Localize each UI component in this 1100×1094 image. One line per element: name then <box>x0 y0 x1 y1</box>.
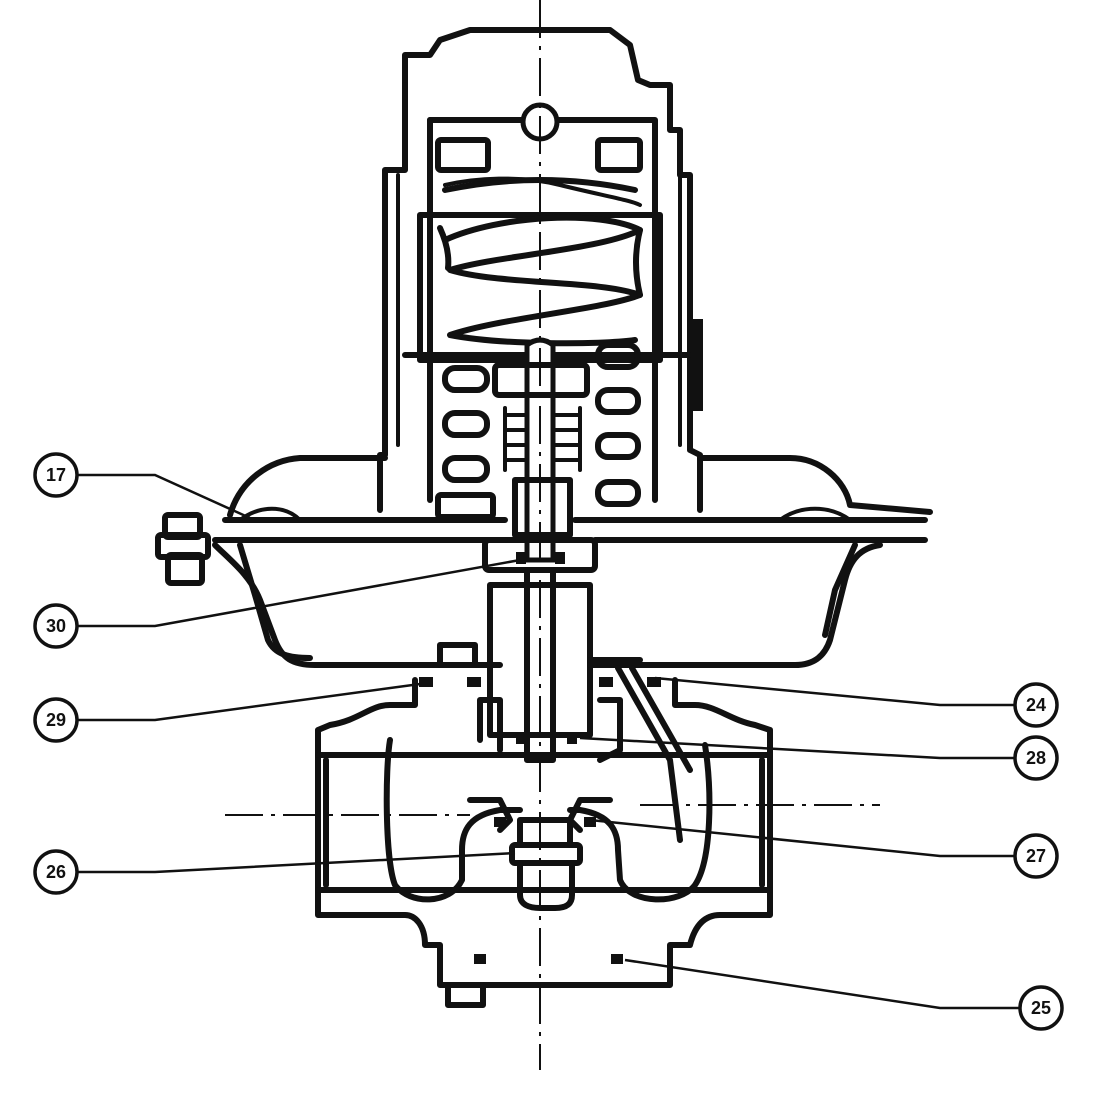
leader-24 <box>654 676 1015 707</box>
diaphragm-casing <box>155 455 933 668</box>
callout-30-label: 30 <box>46 616 66 636</box>
callout-17-label: 17 <box>46 465 66 485</box>
callout-25-label: 25 <box>1031 998 1051 1018</box>
callout-17: 17 <box>33 452 79 498</box>
callout-24: 24 <box>1013 682 1059 728</box>
leader-28 <box>579 736 1015 760</box>
leader-lines <box>77 473 1020 1010</box>
callout-28-label: 28 <box>1026 748 1046 768</box>
callout-30: 30 <box>33 603 79 649</box>
callout-28: 28 <box>1013 735 1059 781</box>
leader-30 <box>77 558 521 628</box>
leader-27 <box>589 818 1015 858</box>
main-spring <box>417 137 663 363</box>
callout-29: 29 <box>33 697 79 743</box>
callout-26: 26 <box>33 849 79 895</box>
valve-body <box>315 665 773 1008</box>
callout-25: 25 <box>1018 985 1064 1031</box>
callout-26-label: 26 <box>46 862 66 882</box>
leader-26 <box>77 851 516 874</box>
leader-29 <box>77 682 421 722</box>
leader-25 <box>624 958 1020 1010</box>
center-lines <box>225 0 880 1070</box>
leader-17 <box>77 473 251 520</box>
callout-27: 27 <box>1013 833 1059 879</box>
callout-29-label: 29 <box>46 710 66 730</box>
callout-27-label: 27 <box>1026 846 1046 866</box>
callout-24-label: 24 <box>1026 695 1046 715</box>
